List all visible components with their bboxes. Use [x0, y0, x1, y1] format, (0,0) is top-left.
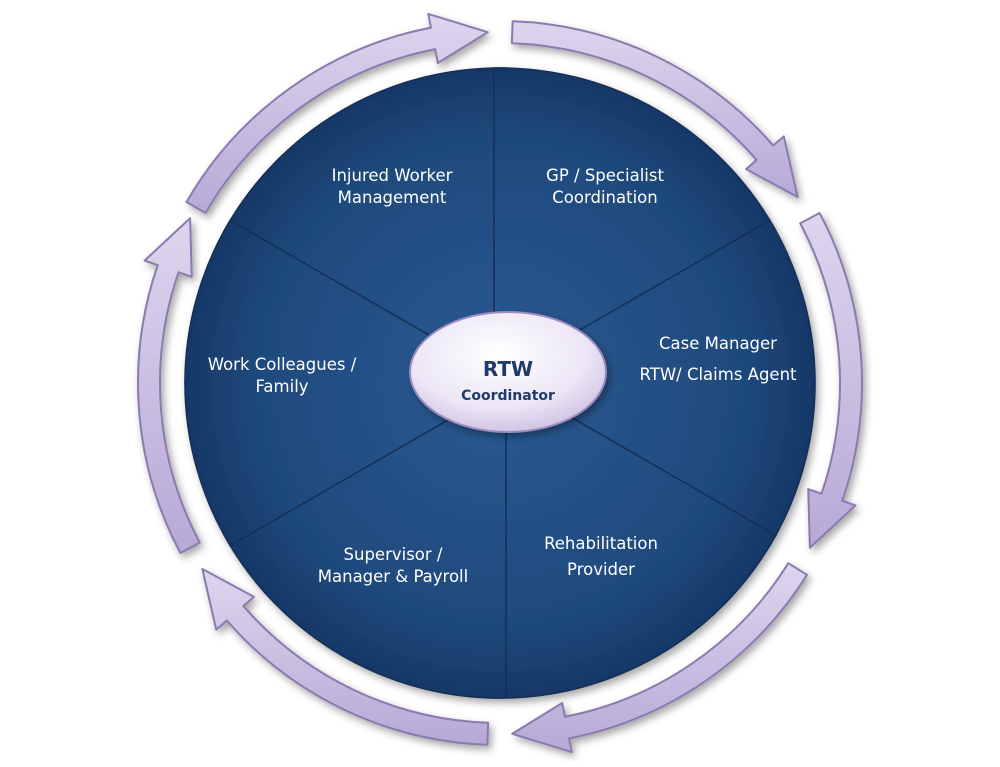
cycle-arrow-injured-worker: [185, 12, 489, 214]
label-work-colleagues: Work Colleagues / Family: [208, 355, 357, 396]
segment-rehabilitation: [493, 380, 777, 699]
cycle-arrow-supervisor: [201, 568, 490, 746]
label-line: Manager & Payroll: [318, 567, 468, 586]
cycle-arrow-case-manager: [799, 212, 863, 549]
label-line: Family: [255, 377, 308, 396]
label-line: GP / Specialist: [546, 166, 664, 185]
cycle-arrow-rehabilitation: [511, 562, 808, 754]
label-line: Supervisor /: [344, 545, 443, 564]
label-line: Provider: [567, 560, 635, 579]
label-line: Case Manager: [659, 334, 777, 353]
label-line: Work Colleagues /: [208, 355, 357, 374]
segment-work-colleagues: [184, 219, 497, 547]
segment-supervisor: [223, 380, 507, 699]
label-line: Coordination: [552, 188, 657, 207]
center-oval: [409, 311, 607, 433]
label-supervisor: Supervisor / Manager & Payroll: [318, 545, 468, 586]
segment-case-manager: [503, 219, 816, 547]
cycle-arrow-work-colleagues: [137, 217, 201, 554]
arrow-ring: [137, 12, 863, 754]
label-line: Injured Worker: [332, 166, 453, 185]
center-subtitle: Coordinator: [461, 388, 555, 404]
cycle-arrow-gp-specialist: [510, 20, 799, 198]
center-title: RTW: [483, 357, 533, 381]
segment-wheel: [184, 67, 816, 699]
segment-injured-worker: [223, 67, 507, 386]
center-hub: RTW Coordinator: [409, 311, 607, 433]
label-line: Management: [338, 188, 447, 207]
label-line: Rehabilitation: [544, 534, 658, 553]
label-line: RTW/ Claims Agent: [639, 365, 797, 384]
segment-gp-specialist: [493, 67, 777, 386]
